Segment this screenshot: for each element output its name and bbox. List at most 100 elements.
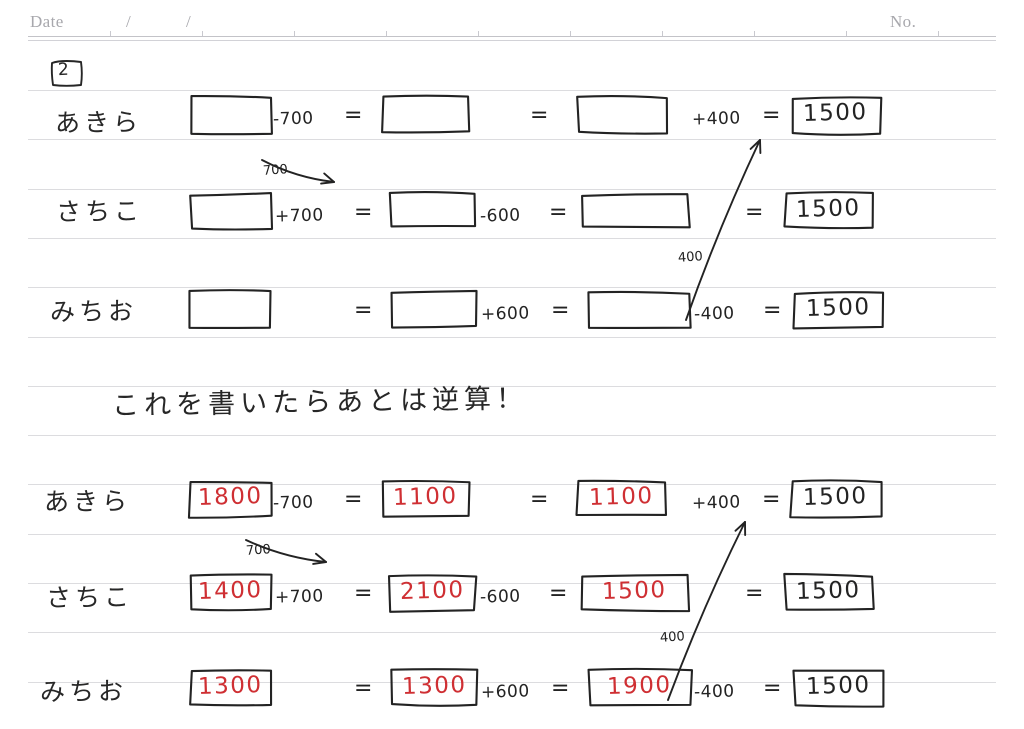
answer-box-outline: [187, 481, 273, 519]
answer-value: 1500: [795, 576, 861, 606]
answer-box[interactable]: [186, 666, 276, 710]
answer-box-outline: [189, 573, 273, 612]
header-ruler-tick: [570, 31, 571, 36]
operator-term: +700: [274, 205, 324, 227]
answer-box-outline: [783, 572, 875, 611]
page-header: Date / / No.: [0, 0, 1024, 46]
equals-sign: =: [745, 581, 764, 606]
equals-sign: =: [549, 581, 568, 606]
answer-box[interactable]: [386, 190, 480, 232]
answer-box-outline: [581, 193, 691, 229]
equals-sign: =: [551, 298, 570, 323]
answer-value: 1500: [805, 293, 871, 323]
answer-box-outline: [381, 479, 471, 518]
answer-box[interactable]: [186, 571, 276, 615]
answer-box[interactable]: [573, 477, 671, 521]
rule-line: [28, 435, 996, 436]
answer-box[interactable]: [388, 666, 482, 710]
answer-box-outline: [791, 96, 883, 136]
rule-line: [28, 287, 996, 288]
operator-term: +700: [274, 586, 324, 608]
equals-sign: =: [344, 103, 363, 128]
answer-box-outline: [390, 668, 479, 707]
no-label: No.: [890, 12, 917, 31]
answer-box[interactable]: [787, 477, 885, 521]
equals-sign: =: [530, 103, 549, 128]
answer-box[interactable]: [577, 571, 693, 615]
answer-box-outline: [789, 479, 883, 519]
student-name: みちお: [39, 676, 128, 707]
equals-sign: =: [354, 676, 373, 701]
answer-box-outline: [387, 574, 478, 613]
equals-sign: =: [745, 200, 764, 225]
operator-term: +600: [480, 681, 530, 703]
header-ruler-tick: [478, 31, 479, 36]
rule-line: [28, 238, 996, 239]
answer-box[interactable]: [573, 93, 671, 137]
answer-box[interactable]: [388, 288, 482, 332]
answer-box[interactable]: [585, 288, 695, 332]
answer-box-outline: [189, 669, 273, 707]
answer-box-outline: [189, 191, 274, 231]
answer-box[interactable]: [787, 93, 885, 137]
answer-box-outline: [792, 669, 885, 708]
date-label: Date: [30, 12, 64, 31]
answer-box-outline: [190, 94, 273, 136]
answer-box[interactable]: [186, 477, 276, 521]
answer-value: 1500: [805, 671, 871, 701]
equals-sign: =: [354, 200, 373, 225]
answer-value: 1100: [392, 482, 458, 512]
answer-value: 1300: [401, 671, 467, 701]
header-ruler-tick: [386, 31, 387, 36]
answer-box[interactable]: [378, 93, 474, 137]
answer-value: 1400: [197, 576, 263, 606]
header-ruler-tick: [662, 31, 663, 36]
answer-box[interactable]: [186, 288, 276, 332]
answer-box[interactable]: [790, 666, 888, 710]
answer-box[interactable]: [386, 571, 480, 615]
answer-box-outline: [188, 289, 272, 329]
rule-line: [28, 139, 996, 140]
equals-sign: =: [551, 676, 570, 701]
answer-box[interactable]: [781, 571, 877, 615]
rule-line: [28, 583, 996, 584]
answer-box[interactable]: [186, 93, 276, 137]
answer-box[interactable]: [378, 477, 474, 521]
rule-line: [28, 386, 996, 387]
equals-sign: =: [354, 298, 373, 323]
equals-sign: =: [344, 487, 363, 512]
answer-box[interactable]: [585, 666, 695, 710]
answer-box-outline: [575, 479, 668, 517]
rule-line: [28, 337, 996, 338]
student-name: あきら: [43, 486, 132, 517]
answer-box-outline: [587, 667, 694, 707]
connector-arrow: [245, 539, 327, 565]
answer-box[interactable]: [577, 190, 693, 232]
answer-box[interactable]: [186, 190, 276, 232]
problem-number-text: 2: [57, 59, 70, 81]
answer-value: 1300: [197, 671, 263, 701]
connector-arrow: [685, 139, 762, 321]
header-ruler-tick: [202, 31, 203, 36]
operator-term: +600: [480, 303, 530, 325]
student-name: みちお: [49, 296, 138, 327]
header-ruler-tick: [754, 31, 755, 36]
equals-sign: =: [549, 200, 568, 225]
answer-box[interactable]: [790, 288, 888, 332]
operator-term: -700: [272, 492, 314, 514]
equals-sign: =: [762, 487, 781, 512]
rule-line: [28, 534, 996, 535]
header-rule-line: [28, 40, 996, 41]
rule-line: [28, 682, 996, 683]
operator-term: -600: [479, 205, 521, 227]
answer-box-outline: [580, 573, 691, 613]
answer-box-outline: [783, 191, 874, 230]
equals-sign: =: [530, 487, 549, 512]
answer-value: 1800: [197, 482, 263, 512]
answer-value: 1500: [802, 482, 868, 512]
answer-box[interactable]: [781, 190, 877, 232]
rule-line: [28, 189, 996, 190]
equals-sign: =: [763, 298, 782, 323]
rule-line: [28, 484, 996, 485]
